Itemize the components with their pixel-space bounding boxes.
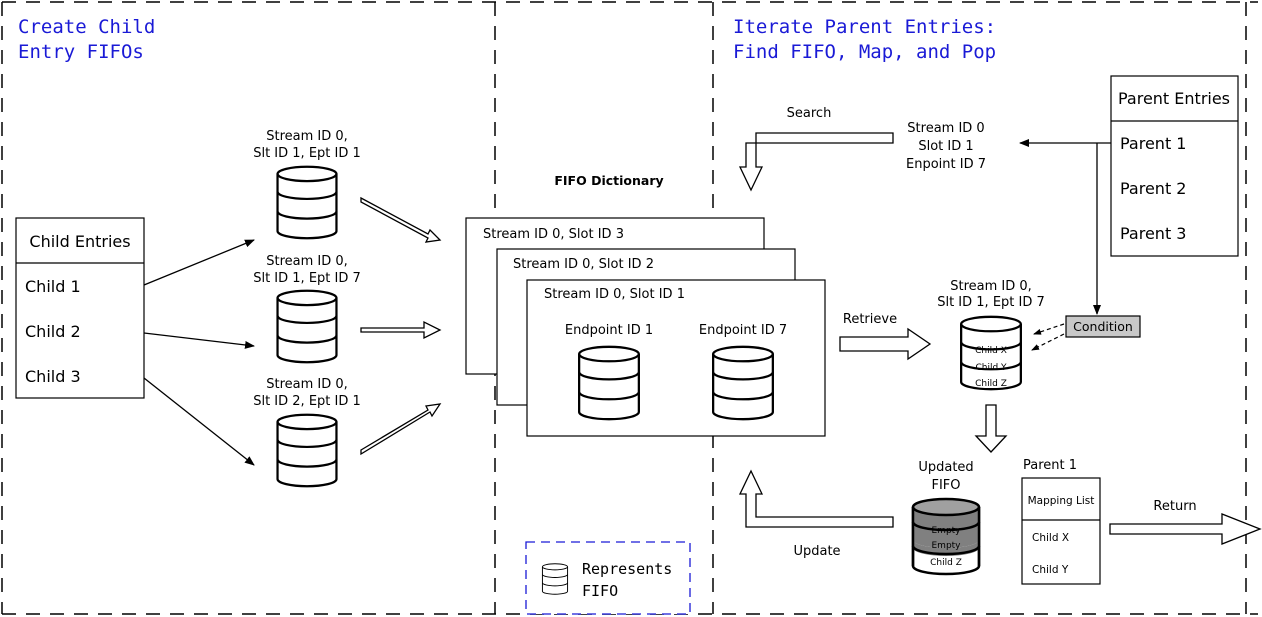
dictionary-page-3-label: Stream ID 0, Slot ID 3 (483, 227, 624, 242)
legend: Represents FIFO (525, 541, 691, 615)
condition-to-fifo-arrow (1031, 333, 1065, 351)
updated-fifo-item-3: Child Z (930, 558, 962, 568)
condition-to-fifo-arrow (1033, 323, 1065, 335)
mapping-item-2: Child Y (1032, 564, 1069, 576)
updated-fifo-item-1: Empty (931, 526, 961, 536)
parent-mapping-table: Mapping List Child X Child Y (1021, 477, 1101, 585)
update-arrow-icon (738, 469, 894, 528)
child-fifo-2-label-line2: Slt ID 1, Ept ID 7 (253, 271, 361, 286)
fifo-icon (577, 345, 641, 421)
updated-fifo-item-2: Empty (931, 541, 961, 551)
search-key-line2: Slot ID 1 (918, 139, 973, 154)
parent-entries-table: Parent Entries Parent 1 Parent 2 Parent … (1110, 75, 1239, 257)
return-label: Return (1153, 499, 1196, 514)
updated-fifo: Empty Empty Child Z (911, 497, 981, 576)
search-key-line1: Stream ID 0 (907, 121, 984, 136)
legend-line2: FIFO (582, 582, 618, 600)
child-fifo-3-label-line2: Slt ID 2, Ept ID 1 (253, 394, 361, 409)
child-fifo-1-label-line1: Stream ID 0, (266, 129, 348, 144)
child-entry-1: Child 1 (25, 277, 81, 296)
parent-entry-2: Parent 2 (1120, 179, 1186, 198)
retrieved-fifo-item-2: Child Y (975, 363, 1007, 373)
child-entry-2: Child 2 (25, 322, 81, 341)
retrieve-label: Retrieve (843, 312, 897, 327)
child1-to-fifo-arrow (143, 239, 255, 286)
parent-entry-1: Parent 1 (1120, 134, 1186, 153)
fifo-dictionary-title: FIFO Dictionary (554, 173, 663, 188)
child-fifo-2-label-line1: Stream ID 0, (266, 254, 348, 269)
fifo-dictionary: Stream ID 0, Slot ID 3 Stream ID 0, Slot… (465, 217, 826, 437)
child2-to-fifo-arrow (143, 332, 255, 349)
fifo-icon (276, 165, 338, 240)
update-label: Update (793, 544, 840, 559)
child-entries-header: Child Entries (29, 232, 130, 251)
updated-fifo-label-line2: FIFO (931, 478, 960, 493)
retrieved-fifo-item-1: Child X (975, 346, 1007, 356)
fifo-icon (276, 413, 338, 488)
return-arrow-icon (1109, 513, 1262, 545)
hollow-arrow-icon (360, 403, 442, 456)
child-entry-3: Child 3 (25, 367, 81, 386)
parent-mapping-title: Parent 1 (1023, 458, 1077, 473)
child-fifo-3: Stream ID 0, Slt ID 2, Ept ID 1 (253, 377, 361, 488)
parent-entry-3: Parent 3 (1120, 224, 1186, 243)
fifo-legend-icon (541, 563, 569, 595)
child-fifo-3-label-line1: Stream ID 0, (266, 377, 348, 392)
condition-label: Condition (1073, 319, 1133, 334)
search-label: Search (787, 106, 832, 121)
condition-box: Condition (1065, 315, 1141, 338)
child-fifo-1: Stream ID 0, Slt ID 1, Ept ID 1 (253, 129, 361, 240)
dictionary-page-1 (526, 279, 826, 437)
search-arrow-icon (738, 132, 894, 192)
child-entries-table: Child Entries Child 1 Child 2 Child 3 (15, 217, 145, 399)
retrieved-fifo-label-line2: Slt ID 1, Ept ID 7 (937, 295, 1045, 310)
left-section-title-line2: Entry FIFOs (18, 41, 144, 63)
retrieve-arrow-icon (839, 327, 932, 361)
search-key-line3: Enpoint ID 7 (906, 157, 986, 172)
endpoint-7-label: Endpoint ID 7 (699, 323, 787, 338)
parent-entries-header: Parent Entries (1118, 89, 1230, 108)
child-fifo-1-label-line2: Slt ID 1, Ept ID 1 (253, 146, 361, 161)
retrieved-fifo-label-line1: Stream ID 0, (950, 279, 1032, 294)
hollow-arrow-icon (360, 320, 442, 340)
child-fifo-2: Stream ID 0, Slt ID 1, Ept ID 7 (253, 254, 361, 364)
dictionary-page-2-label: Stream ID 0, Slot ID 2 (513, 257, 654, 272)
down-arrow-icon (974, 404, 1008, 453)
updated-fifo-label-line1: Updated (918, 460, 973, 475)
child3-to-fifo-arrow (143, 377, 255, 466)
hollow-arrow-icon (360, 196, 442, 243)
retrieved-fifo-item-3: Child Z (975, 379, 1007, 389)
fifo-to-dictionary-arrows (360, 196, 442, 456)
right-section-title-line1: Iterate Parent Entries: (733, 16, 996, 38)
left-section-title-line1: Create Child (18, 16, 155, 38)
mapping-list-header: Mapping List (1028, 495, 1095, 507)
fifo-icon (276, 289, 338, 364)
dictionary-page-1-label: Stream ID 0, Slot ID 1 (544, 287, 685, 302)
fifo-icon (711, 345, 775, 421)
right-section-title-line2: Find FIFO, Map, and Pop (733, 41, 996, 63)
mapping-item-1: Child X (1032, 532, 1069, 544)
retrieved-fifo: Child X Child Y Child Z (959, 315, 1023, 391)
endpoint-1-label: Endpoint ID 1 (565, 323, 653, 338)
legend-line1: Represents (582, 560, 672, 578)
